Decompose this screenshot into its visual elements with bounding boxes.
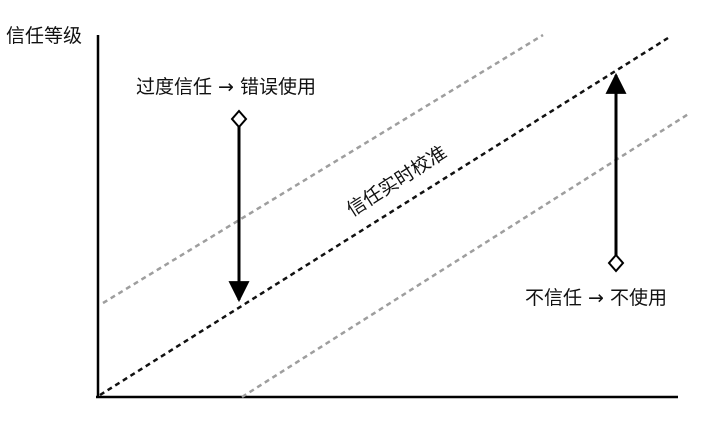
distrust-label: 不信任 → 不使用 — [525, 287, 667, 309]
calibration-label: 信任实时校准 — [343, 141, 451, 221]
calibration-line — [99, 36, 669, 397]
overtrust-start-diamond — [230, 109, 248, 129]
y-axis-label: 信任等级 — [6, 25, 82, 47]
distrust-start-diamond — [607, 253, 625, 273]
lower-boundary-line — [241, 111, 691, 399]
upper-boundary-line — [102, 33, 544, 305]
overtrust-label: 过度信任 → 错误使用 — [136, 76, 316, 98]
